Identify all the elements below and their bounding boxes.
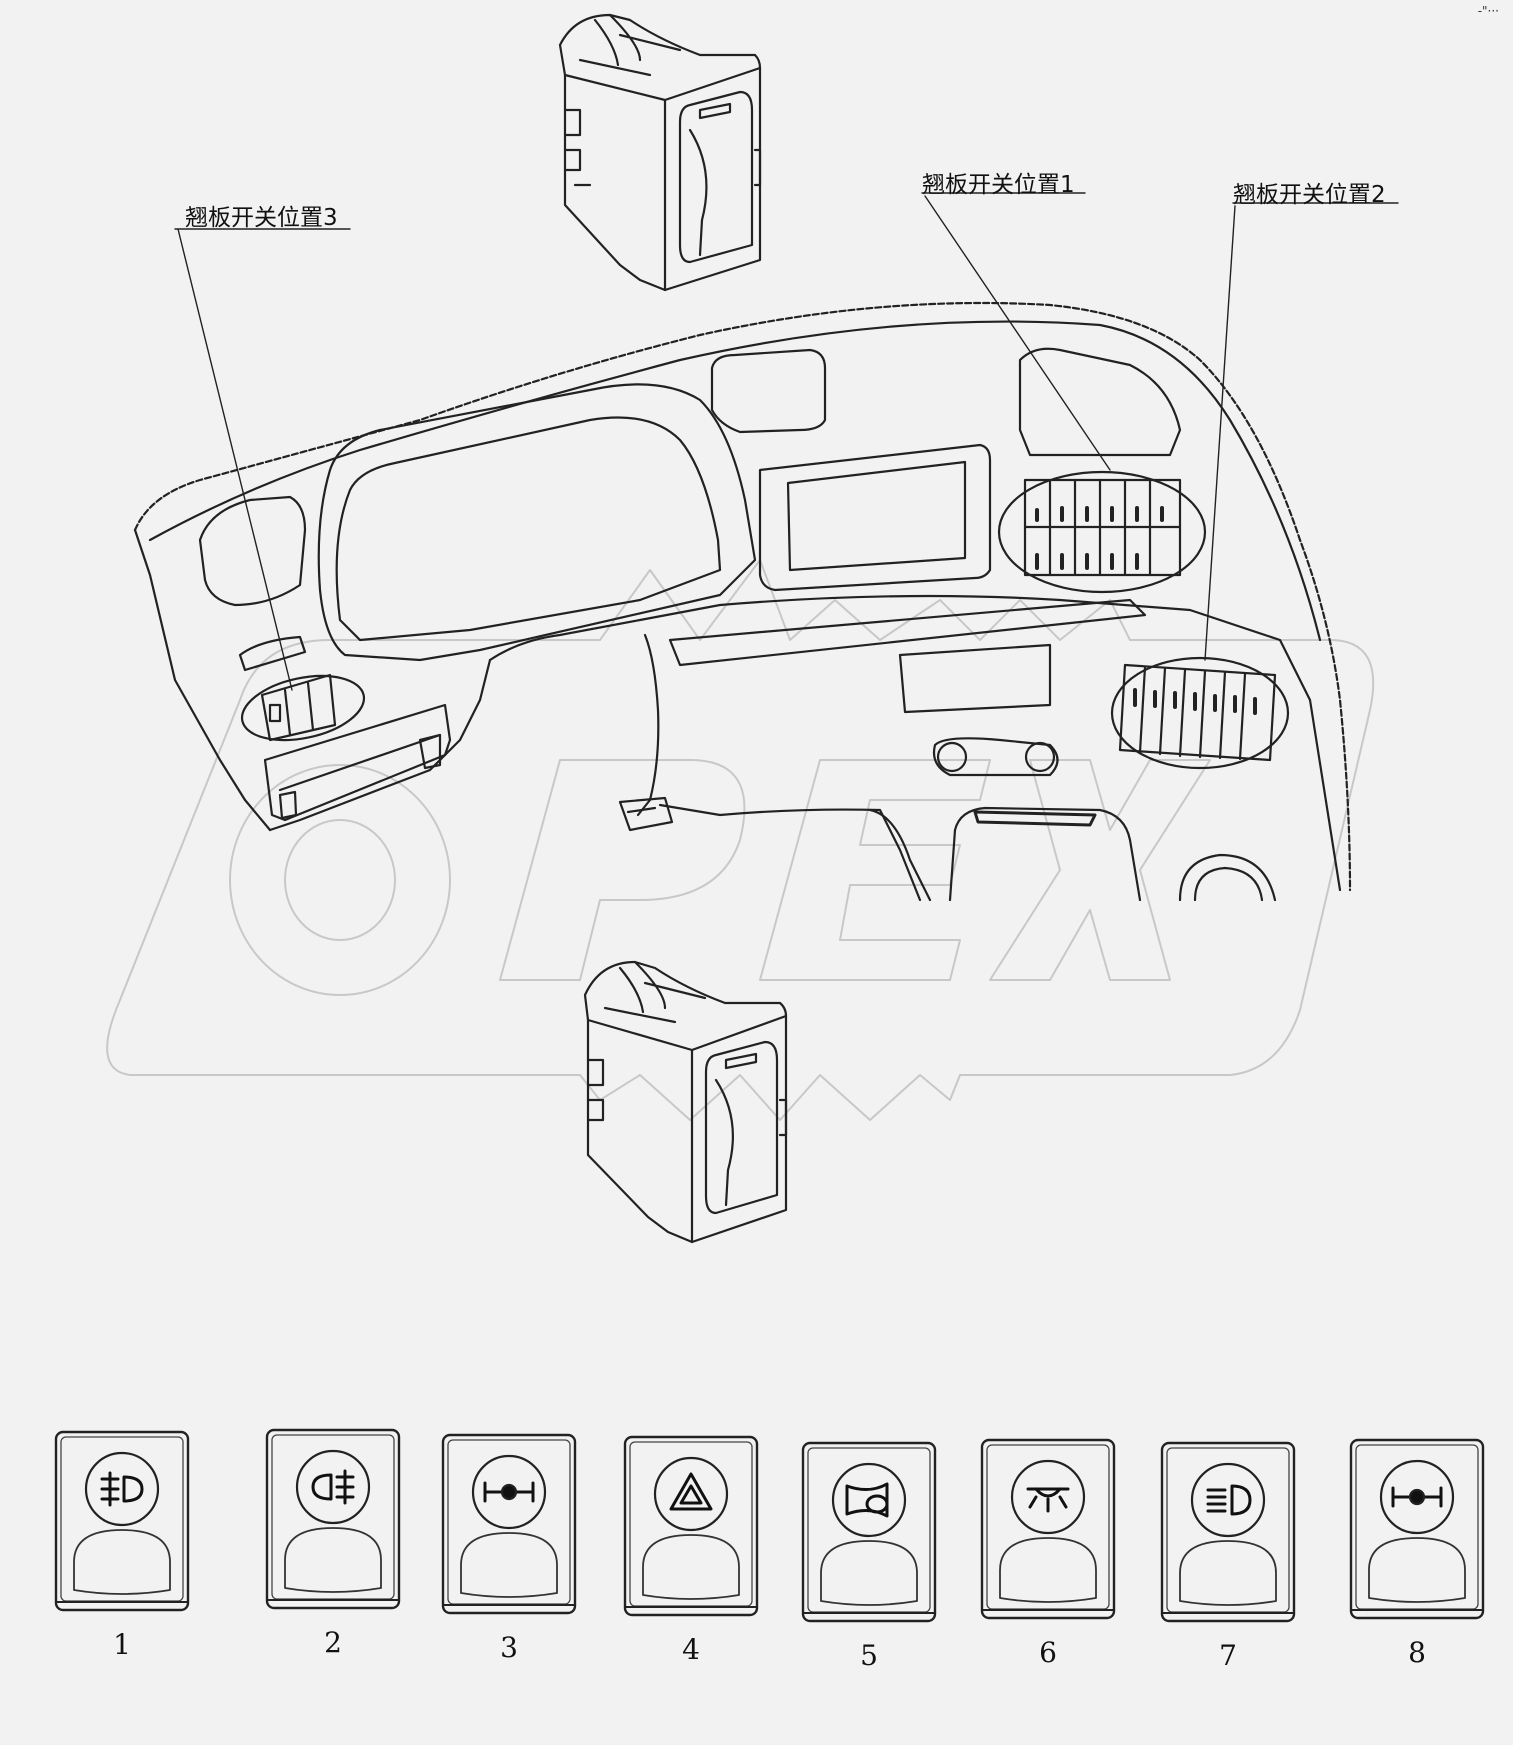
switch-number-label: 2 bbox=[324, 1626, 342, 1659]
horn-icon bbox=[845, 1482, 889, 1518]
rocker-switch-6 bbox=[980, 1438, 1116, 1620]
switch-number-label: 4 bbox=[682, 1633, 700, 1666]
rear-fog-lamp-icon bbox=[100, 1471, 144, 1507]
callout-position-1: 翘板开关位置1 bbox=[922, 172, 1075, 198]
switch-number-label: 8 bbox=[1408, 1636, 1426, 1669]
headlamp-icon bbox=[1206, 1484, 1252, 1516]
differential-lock-icon bbox=[1391, 1486, 1443, 1508]
rocker-switch-2 bbox=[265, 1428, 401, 1610]
front-fog-lamp-icon bbox=[311, 1469, 355, 1505]
differential-lock-icon bbox=[483, 1481, 535, 1503]
rocker-switch-7 bbox=[1160, 1441, 1296, 1623]
hazard-warning-icon bbox=[669, 1472, 713, 1511]
rocker-switch-1 bbox=[54, 1430, 190, 1612]
switch-legend bbox=[54, 1428, 1485, 1623]
switch-number-label: 6 bbox=[1039, 1636, 1057, 1669]
callout-leaders bbox=[174, 192, 1399, 691]
switch-closeup-top bbox=[558, 13, 762, 292]
rocker-switch-4 bbox=[623, 1435, 759, 1617]
callout-position-3: 翘板开关位置3 bbox=[185, 205, 338, 231]
switch-number-label: 1 bbox=[113, 1628, 131, 1661]
opex-watermark bbox=[106, 559, 1375, 1121]
switch-closeup-bottom bbox=[583, 960, 788, 1244]
switch-number-label: 5 bbox=[860, 1639, 878, 1672]
corner-mark: -"··· bbox=[1477, 4, 1499, 18]
switch-number-label: 7 bbox=[1219, 1639, 1237, 1672]
rocker-switch-3 bbox=[441, 1433, 577, 1615]
cab-light-icon bbox=[1026, 1487, 1070, 1513]
rocker-switch-8 bbox=[1349, 1438, 1485, 1620]
callout-position-2: 翘板开关位置2 bbox=[1233, 182, 1386, 208]
switch-number-label: 3 bbox=[500, 1631, 518, 1664]
rocker-switch-5 bbox=[801, 1441, 937, 1623]
dashboard-outline bbox=[133, 301, 1352, 902]
